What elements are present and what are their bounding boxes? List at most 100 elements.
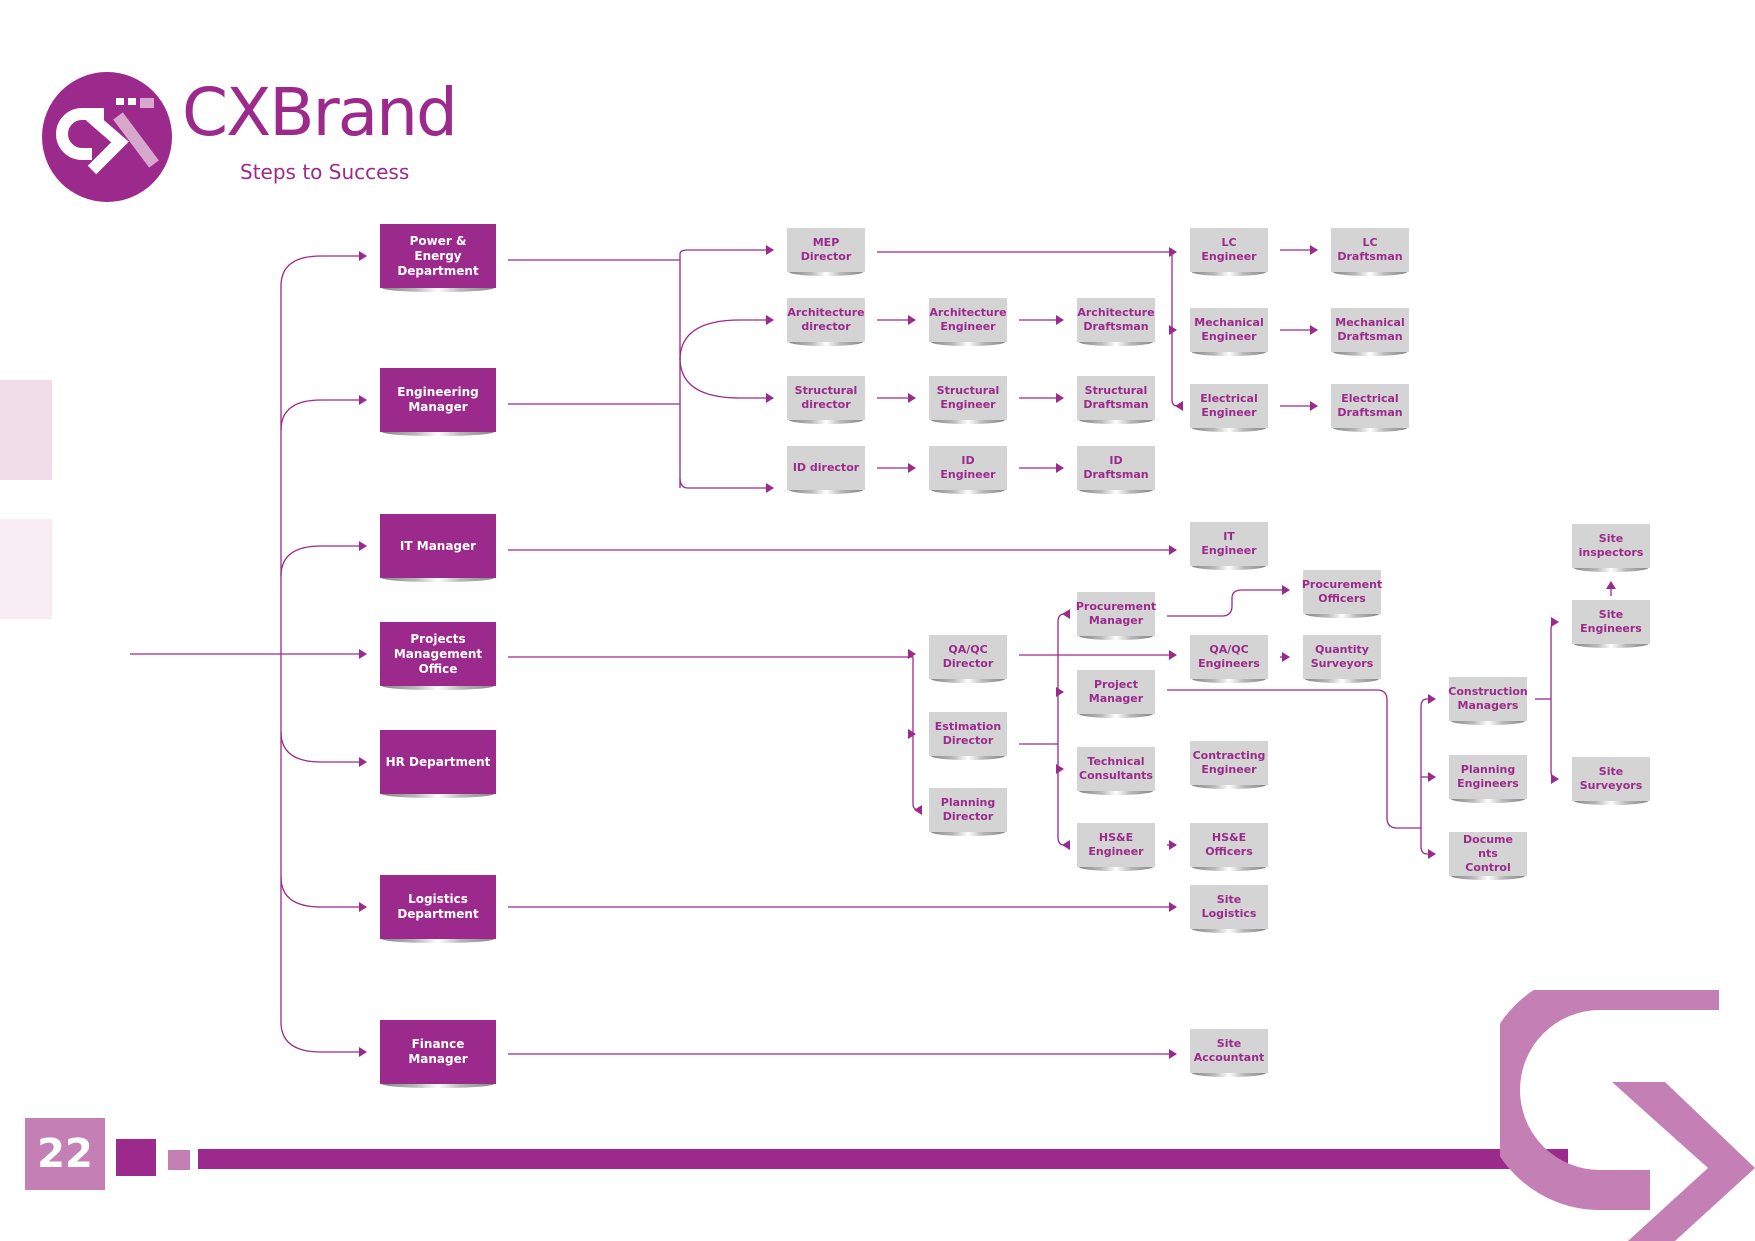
box-label: IT Manager: [399, 538, 477, 553]
box-label: LC Draftsman: [1337, 236, 1403, 263]
role-box-site-log: Site Logistics: [1190, 885, 1268, 933]
box-label: Project Manager: [1088, 678, 1144, 705]
root-branch: [280, 731, 367, 767]
role-box-str-dr: Structural Draftsman: [1077, 376, 1155, 424]
connector-line: [1057, 836, 1070, 850]
department-box-power: Power & Energy Department: [380, 224, 496, 292]
role-box-id-eng: ID Engineer: [929, 446, 1007, 494]
cx-logo-icon: [42, 72, 172, 202]
connector-line: [1420, 845, 1436, 859]
box-label: Structural Draftsman: [1083, 384, 1149, 411]
box-label: Electrical Draftsman: [1337, 392, 1403, 419]
role-box-arch-dr: Architecture Draftsman: [1077, 298, 1155, 346]
box-label: Site Logistics: [1201, 893, 1257, 920]
department-box-fin: Finance Manager: [380, 1020, 496, 1088]
role-box-it-eng: IT Engineer: [1190, 522, 1268, 570]
department-box-it: IT Manager: [380, 514, 496, 582]
root-branch: [280, 541, 367, 577]
role-box-id-dr: ID Draftsman: [1077, 446, 1155, 494]
root-branch: [280, 395, 367, 431]
connector-line: [508, 656, 922, 815]
box-label: Architecture Engineer: [929, 306, 1007, 333]
role-box-qaqc-eng: QA/QC Engineers: [1190, 635, 1268, 683]
box-label: ID Draftsman: [1083, 454, 1149, 481]
root-branch: [280, 876, 367, 912]
box-label: Construction Managers: [1448, 685, 1528, 712]
corner-cx-arrow-icon: [1500, 990, 1755, 1241]
connector-line: [1550, 770, 1559, 784]
role-box-elec-eng: Electrical Engineer: [1190, 384, 1268, 432]
role-box-site-eng: Site Engineers: [1572, 600, 1650, 648]
box-label: ID Engineer: [940, 454, 996, 481]
side-tab-decoration: [0, 519, 52, 619]
box-label: Technical Consultants: [1079, 755, 1153, 782]
department-box-eng: Engineering Manager: [380, 368, 496, 436]
role-box-id-dir: ID director: [787, 446, 865, 494]
box-label: MEP Director: [800, 236, 852, 263]
role-box-plan-dir: Planning Director: [929, 788, 1007, 836]
box-label: Projects Management Office: [393, 631, 483, 676]
role-box-plan-eng: Planning Engineers: [1449, 755, 1527, 803]
role-box-lc-dr: LC Draftsman: [1331, 228, 1409, 276]
connector-line: [1420, 694, 1436, 708]
box-label: Power & Energy Department: [397, 233, 479, 278]
role-box-arch-eng: Architecture Engineer: [929, 298, 1007, 346]
connector-line: [1057, 609, 1070, 623]
role-box-elec-dr: Electrical Draftsman: [1331, 384, 1409, 432]
root-branch: [280, 1021, 367, 1057]
box-label: Structural director: [794, 384, 858, 411]
role-box-hse-off: HS&E Officers: [1190, 823, 1268, 871]
department-box-pmo: Projects Management Office: [380, 622, 496, 690]
box-label: Site Engineers: [1580, 608, 1642, 635]
box-label: Procurement Officers: [1301, 578, 1383, 605]
box-label: LC Engineer: [1201, 236, 1257, 263]
box-label: Estimation Director: [934, 720, 1002, 747]
role-box-arch-dir: Architecture director: [787, 298, 865, 346]
role-box-doc-ctrl: Docume nts Control: [1449, 832, 1527, 880]
role-box-qaqc-dir: QA/QC Director: [929, 635, 1007, 683]
footer-square-decoration: [116, 1139, 156, 1176]
box-label: IT Engineer: [1201, 530, 1257, 557]
box-label: QA/QC Director: [942, 643, 994, 670]
box-label: Procurement Manager: [1075, 600, 1157, 627]
box-label: Mechanical Engineer: [1194, 316, 1264, 343]
role-box-hse-eng: HS&E Engineer: [1077, 823, 1155, 871]
role-box-mech-eng: Mechanical Engineer: [1190, 308, 1268, 356]
footer-bar-decoration: [198, 1149, 1568, 1169]
connector-line: [679, 245, 774, 255]
role-box-qty-surv: Quantity Surveyors: [1303, 635, 1381, 683]
department-box-hr: HR Department: [380, 730, 496, 798]
brand-name: CXBrand: [182, 74, 458, 151]
footer-square-decoration: [168, 1150, 190, 1170]
connector-line: [679, 315, 774, 361]
role-box-mep-dir: MEP Director: [787, 228, 865, 276]
role-box-tech-cons: Technical Consultants: [1077, 747, 1155, 795]
box-label: ID director: [792, 461, 860, 475]
role-box-lc-eng: LC Engineer: [1190, 228, 1268, 276]
box-label: QA/QC Engineers: [1198, 643, 1260, 670]
box-label: Site Surveyors: [1579, 765, 1643, 792]
page-number: 22: [25, 1118, 105, 1190]
role-box-str-eng: Structural Engineer: [929, 376, 1007, 424]
role-box-proc-off: Procurement Officers: [1301, 570, 1383, 618]
box-label: Logistics Department: [397, 892, 479, 921]
connector-line: [1167, 585, 1290, 617]
role-box-contr-eng: Contracting Engineer: [1190, 741, 1268, 789]
connector-line: [679, 357, 774, 403]
role-box-str-dir: Structural director: [787, 376, 865, 424]
root-branch: [280, 251, 367, 287]
role-box-site-surv: Site Surveyors: [1572, 757, 1650, 805]
role-box-const-mgr: Construction Managers: [1448, 677, 1528, 725]
box-label: HR Department: [385, 754, 491, 769]
connector-line: [1550, 617, 1559, 631]
box-label: Mechanical Draftsman: [1335, 316, 1405, 343]
box-label: Electrical Engineer: [1200, 392, 1258, 419]
brand-tagline: Steps to Success: [240, 160, 410, 184]
role-box-site-insp: Site inspectors: [1572, 524, 1650, 572]
box-label: HS&E Officers: [1205, 831, 1253, 858]
department-box-log: Logistics Department: [380, 875, 496, 943]
box-label: Structural Engineer: [936, 384, 1000, 411]
box-label: Site Accountant: [1193, 1037, 1265, 1064]
box-label: Finance Manager: [408, 1037, 468, 1066]
role-box-proj-mgr: Project Manager: [1077, 670, 1155, 718]
